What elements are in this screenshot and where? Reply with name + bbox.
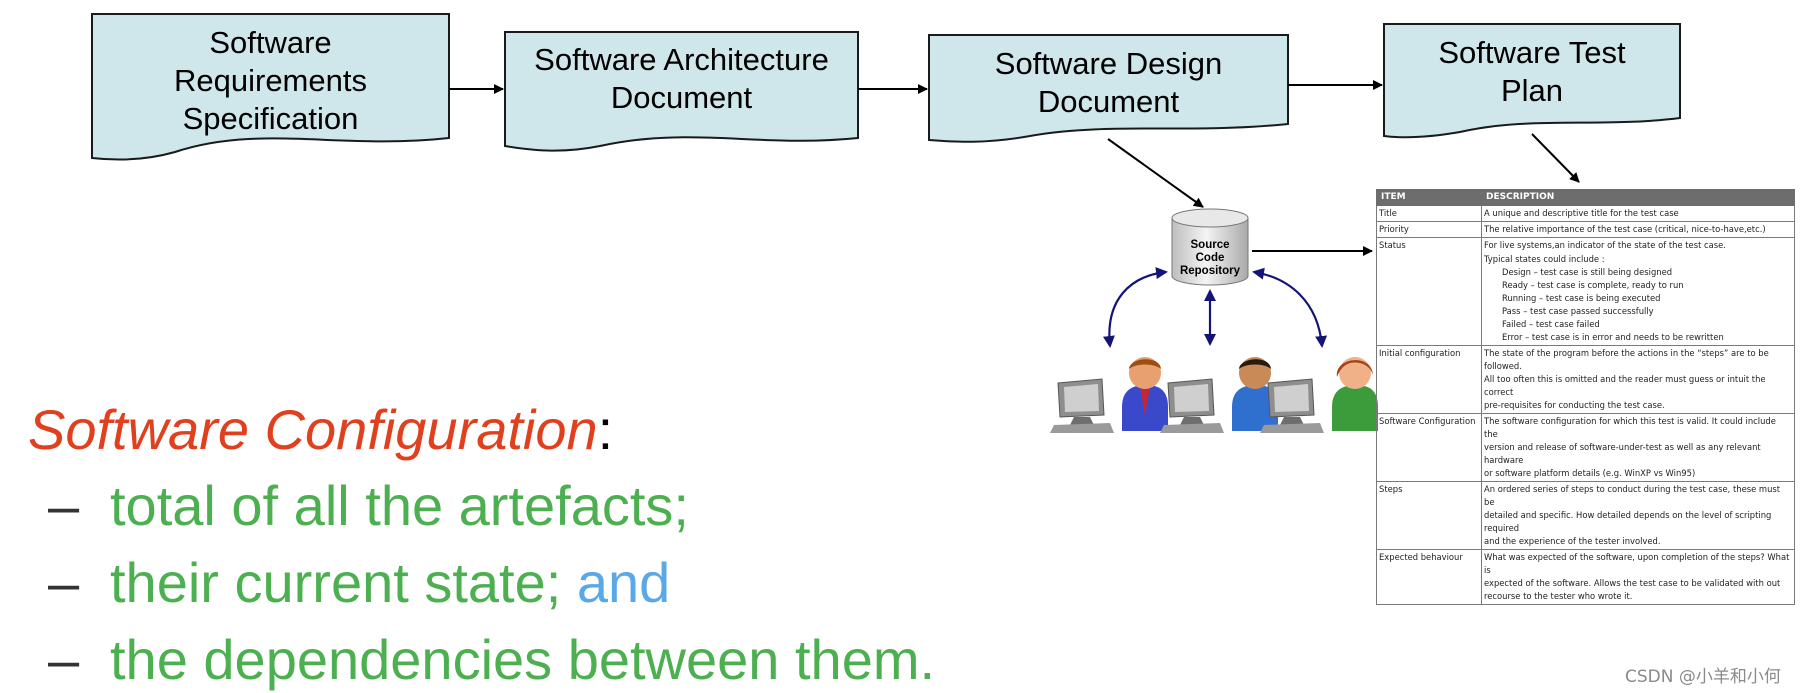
bullet-dash: –: [48, 628, 80, 691]
watermark: CSDN @小羊和小何: [1625, 667, 1781, 687]
bullet-text-main: their current state;: [110, 551, 577, 614]
doc-shape-sdd: [928, 34, 1289, 143]
description-line: pre-requisites for conducting the test c…: [1484, 400, 1665, 410]
row-item: Software Configuration: [1376, 413, 1482, 482]
table-row: Expected behaviour What was expected of …: [1376, 549, 1795, 605]
description-line: or software platform details (e.g. WinXP…: [1484, 468, 1696, 478]
arrow-user-right: [1252, 267, 1328, 348]
table-row: Priority The relative importance of the …: [1376, 221, 1795, 238]
test-case-table: ITEM DESCRIPTION Title A unique and desc…: [1376, 189, 1795, 605]
doc-shape-sad: [504, 31, 859, 152]
doc-label-line: Software: [209, 25, 332, 60]
doc-shape-stp: [1383, 23, 1681, 139]
bullet-text: their current state; and: [110, 551, 670, 615]
repo-label-line: Repository: [1179, 265, 1241, 277]
doc-srs-label: Software Requirements Specification: [92, 24, 449, 138]
table-row: Steps An ordered series of steps to cond…: [1376, 481, 1795, 550]
user-computer-icon: [1260, 357, 1378, 433]
row-item: Priority: [1376, 221, 1482, 238]
description-line: All too often this is omitted and the re…: [1484, 374, 1766, 397]
database-icon: [1171, 208, 1249, 286]
description-line: detailed and specific. How detailed depe…: [1484, 510, 1772, 533]
row-description: A unique and descriptive title for the t…: [1481, 205, 1795, 222]
doc-label-line: Requirements: [174, 63, 367, 98]
doc-stp-label: Software Test Plan: [1384, 34, 1680, 110]
doc-label-line: Document: [1037, 84, 1180, 119]
user-computer-icon: [1050, 357, 1168, 433]
bullet-text-highlight: and: [576, 551, 671, 614]
arrow-stp-to-table: [1531, 133, 1580, 183]
heading-colon: :: [597, 398, 614, 461]
description-line: and the experience of the tester involve…: [1484, 536, 1661, 546]
bullet-text-main: total of all the artefacts;: [110, 474, 689, 537]
status-state: Pass – test case passed successfully: [1502, 306, 1654, 316]
row-item: Steps: [1376, 481, 1482, 550]
description-line: What was expected of the software, upon …: [1484, 552, 1790, 575]
table-row: Title A unique and descriptive title for…: [1376, 205, 1795, 222]
configuration-term: Software Configuration: [28, 398, 598, 461]
repo-label-line: Source: [1190, 239, 1230, 251]
table-row: Status For live systems,an indicator of …: [1376, 237, 1795, 346]
user-computer-icon: [1160, 357, 1278, 433]
table-header-row: ITEM DESCRIPTION: [1376, 189, 1795, 206]
description-line: version and release of software-under-te…: [1484, 442, 1761, 465]
arrow-sdd-to-repo: [1107, 138, 1204, 208]
description-line: expected of the software. Allows the tes…: [1484, 578, 1781, 588]
status-state: Design – test case is still being design…: [1502, 267, 1673, 277]
doc-sdd-label: Software Design Document: [929, 45, 1288, 121]
description-line: For live systems,an indicator of the sta…: [1484, 240, 1726, 250]
repo-label-line: Code: [1195, 252, 1225, 264]
description-line: A unique and descriptive title for the t…: [1484, 208, 1679, 218]
row-item: Initial configuration: [1376, 345, 1482, 414]
configuration-heading: Software Configuration:: [28, 398, 613, 462]
bullet-text: total of all the artefacts;: [110, 474, 689, 538]
status-state: Running – test case is being executed: [1502, 293, 1661, 303]
doc-label-line: Software Design: [994, 46, 1223, 81]
doc-shape-srs: [91, 13, 450, 161]
status-state: Failed – test case failed: [1502, 319, 1600, 329]
column-header-description: DESCRIPTION: [1481, 189, 1795, 206]
row-description: An ordered series of steps to conduct du…: [1481, 481, 1795, 550]
status-state: Error – test case is in error and needs …: [1502, 332, 1724, 342]
row-description: The state of the program before the acti…: [1481, 345, 1795, 414]
bullet-dash: –: [48, 474, 80, 537]
doc-sad-label: Software Architecture Document: [505, 41, 858, 117]
description-line: The state of the program before the acti…: [1484, 348, 1769, 371]
bullet-text-main: the dependencies between them.: [110, 628, 936, 691]
description-line: The software configuration for which thi…: [1484, 416, 1776, 439]
row-item: Expected behaviour: [1376, 549, 1482, 605]
doc-label-line: Document: [610, 80, 753, 115]
bullet-dash: –: [48, 551, 80, 614]
row-item: Title: [1376, 205, 1482, 222]
description-line: An ordered series of steps to conduct du…: [1484, 484, 1781, 507]
description-line: The relative importance of the test case…: [1484, 224, 1766, 234]
row-description: What was expected of the software, upon …: [1481, 549, 1795, 605]
repository-label: Source Code Repository: [1172, 239, 1248, 278]
table-row: Initial configuration The state of the p…: [1376, 345, 1795, 414]
arrow-user-left: [1102, 267, 1168, 348]
row-description: The relative importance of the test case…: [1481, 221, 1795, 238]
doc-label-line: Software Test: [1438, 35, 1626, 70]
description-line: recourse to the tester who wrote it.: [1484, 591, 1633, 601]
doc-label-line: Specification: [182, 101, 359, 136]
status-state: Ready – test case is complete, ready to …: [1502, 280, 1684, 290]
table-row: Software Configuration The software conf…: [1376, 413, 1795, 482]
row-description: For live systems,an indicator of the sta…: [1481, 237, 1795, 346]
description-line: Typical states could include :: [1484, 254, 1605, 264]
row-description: The software configuration for which thi…: [1481, 413, 1795, 482]
bullet-text: the dependencies between them.: [110, 628, 935, 692]
doc-label-line: Software Architecture: [534, 42, 829, 77]
column-header-item: ITEM: [1376, 189, 1482, 206]
row-item: Status: [1376, 237, 1482, 346]
doc-label-line: Plan: [1500, 73, 1564, 108]
